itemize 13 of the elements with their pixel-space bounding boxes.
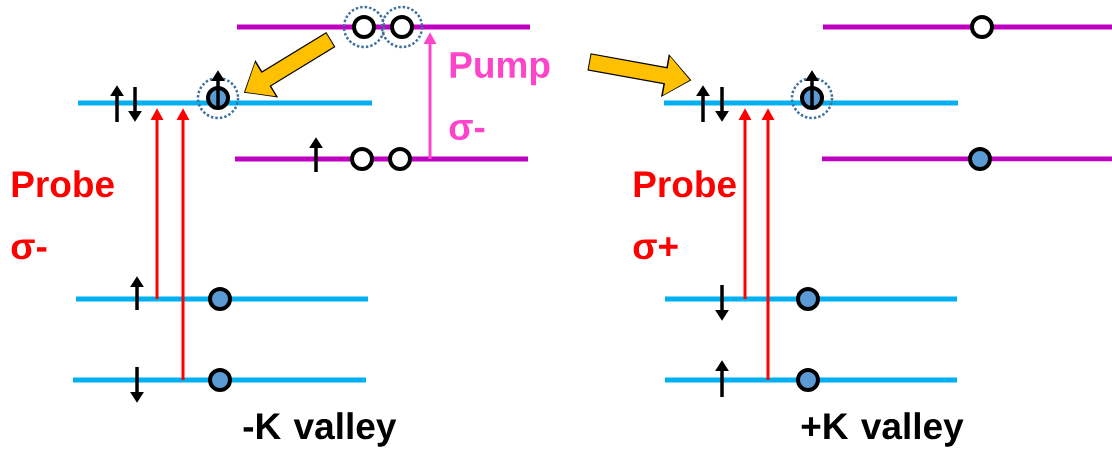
energy-level bbox=[73, 377, 366, 383]
energy-level bbox=[664, 100, 958, 106]
energy-level bbox=[78, 100, 372, 106]
energy-level bbox=[822, 156, 1112, 162]
pump-label: Pump σ- bbox=[449, 52, 550, 140]
probe-label: Probe σ+ bbox=[633, 170, 736, 260]
energy-level bbox=[823, 24, 1112, 30]
energy-level bbox=[76, 296, 368, 302]
probe-label: Probe σ- bbox=[11, 170, 114, 260]
valley-label: +K valley bbox=[801, 412, 964, 447]
valley-label: -K valley bbox=[243, 412, 397, 447]
energy-level bbox=[665, 377, 957, 383]
energy-level bbox=[665, 296, 957, 302]
